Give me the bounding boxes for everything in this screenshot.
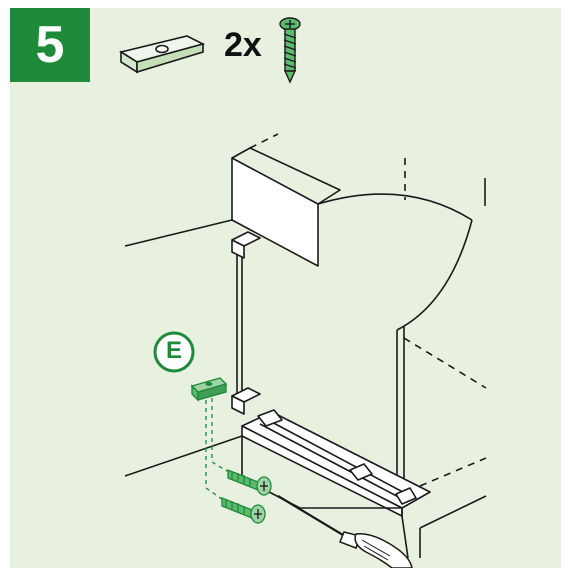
- quantity-label: 2x: [224, 26, 262, 64]
- screwdriver-icon: [277, 495, 413, 568]
- instruction-panel: 5 2x: [10, 8, 561, 568]
- bracket-icon: [118, 35, 206, 74]
- callout-e: [153, 331, 195, 373]
- assembly-illustration: [124, 133, 487, 568]
- step-number-badge: 5: [10, 8, 90, 82]
- callout-letter: E: [165, 337, 182, 364]
- screw-lower: [221, 497, 266, 524]
- screw-icon: [279, 17, 301, 84]
- bracket-part: [190, 377, 228, 402]
- screw-upper: [227, 469, 272, 496]
